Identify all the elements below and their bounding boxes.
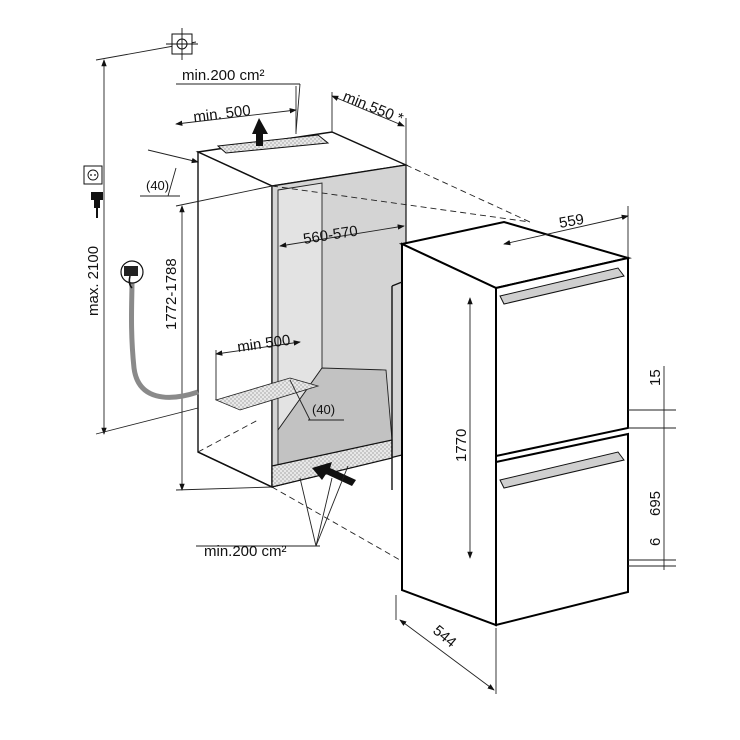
water-tap-icon: [120, 260, 144, 289]
dim-top-gap: [147, 149, 199, 164]
label-niche-depth: min.550 *: [341, 88, 406, 128]
label-dim-6: 6: [647, 538, 664, 546]
leader-line: [315, 477, 333, 547]
water-hose: [129, 281, 199, 400]
label-dim-695: 695: [647, 491, 664, 516]
top-vent-grille: [216, 134, 330, 154]
vent-in-arrow: [312, 462, 356, 486]
dim-bottom-gap: [289, 379, 311, 421]
label-vent-bottom: min.200 cm²: [204, 543, 287, 560]
dim-top-depth: [175, 108, 297, 126]
guide-line: [271, 486, 401, 561]
label-dim-15: 15: [647, 369, 664, 386]
crosshair-box-icon: [166, 28, 198, 60]
label-niche-height: 1772-1788: [163, 258, 180, 330]
label-gap-top: (40): [146, 178, 169, 193]
label-appliance-width: 559: [558, 211, 586, 232]
leader-line: [315, 465, 349, 547]
label-appliance-height: 1770: [453, 429, 470, 462]
leader-line: [299, 477, 317, 547]
label-gap-bottom: (40): [312, 402, 335, 417]
dim-niche-depth: [331, 95, 405, 127]
refrigerator: [391, 220, 632, 627]
niche-cabinet: [195, 131, 409, 489]
leader-line: [295, 83, 301, 133]
dim-appliance-width: [503, 214, 629, 246]
guide-line: [405, 164, 531, 223]
dim-bottom-depth: [215, 340, 301, 356]
label-depth-top: min. 500: [192, 102, 251, 126]
label-vent-top: min.200 cm²: [182, 67, 265, 84]
label-appliance-depth: 544: [429, 622, 459, 651]
power-socket-icon: [83, 165, 103, 185]
dim-niche-width: [279, 224, 405, 248]
dim-appliance-depth: [399, 619, 495, 691]
power-plug-icon: [91, 192, 103, 218]
label-max-height: max. 2100: [85, 246, 102, 316]
guide-line: [271, 185, 531, 223]
